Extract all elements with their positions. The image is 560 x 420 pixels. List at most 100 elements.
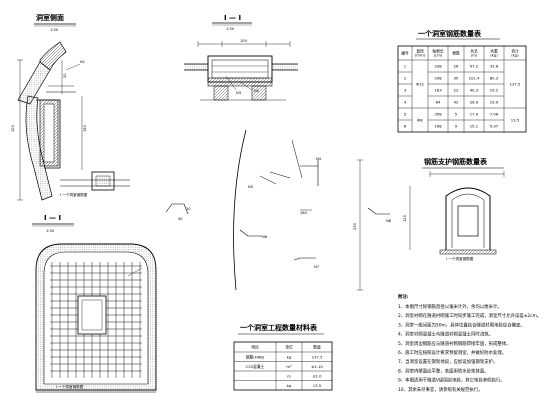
callout: N8: [386, 219, 392, 223]
table-cell: 183: [434, 88, 442, 93]
table-header-cell: 根数: [452, 51, 460, 56]
table-header-cell: (m): [471, 53, 478, 58]
table-cell: 358: [434, 112, 442, 117]
table-header-cell: 项目: [251, 345, 259, 350]
table-cell: ≤1.10: [311, 364, 323, 369]
dim-label: 20: [63, 73, 67, 78]
note-item: 5、洞室周边钢筋应与隧道衬砌钢筋焊接牢固，形成整体。: [398, 340, 511, 347]
callout: N7: [314, 265, 319, 269]
elevation-scale: 1:50: [50, 28, 59, 32]
table-cell: 3: [404, 88, 407, 93]
table-cell: m³: [286, 364, 292, 369]
table-cell: 7.06: [490, 112, 499, 117]
table-cell: 26: [454, 64, 459, 69]
table-cell: 168: [434, 124, 442, 129]
rebar-table-title: 一个洞室钢筋数量表: [418, 29, 482, 38]
support-title: 钢筋支护钢筋数量表: [424, 157, 488, 166]
note-item: 4、洞室衬砌混凝土与隧道衬砌混凝土同时浇筑。: [398, 331, 493, 338]
section-bottom-title: I — I: [44, 214, 61, 222]
table-header-cell: 直径: [416, 48, 424, 53]
section-top-title: I — I: [224, 14, 241, 22]
table-header-cell: 共重: [490, 48, 498, 53]
table-cell: m: [287, 373, 291, 378]
table-cell: 9: [455, 124, 458, 129]
center-arc: N4 N5 160 10 40 N6 N7 230 N8: [165, 129, 392, 291]
elevation-caption: I 一个洞室钢筋图: [60, 192, 88, 197]
table-header-cell: (kg): [490, 53, 498, 58]
note-item: 10、其余未尽事宜，请参照有关规范执行。: [398, 386, 483, 393]
table-cell: 137.5: [312, 354, 323, 359]
rebar-table: 一个洞室钢筋数量表 编号直径(mm)每根长(cm)根数共长(m)共重(kg)合计…: [397, 29, 527, 133]
notes: 附注: 1、本图尺寸除钢筋直径以毫米计外，余均以厘米计。 2、洞室衬砌在隧道衬砌施…: [398, 293, 541, 393]
plan-caption: I 一个洞室钢筋图: [446, 256, 474, 261]
table-cell: 338: [434, 76, 442, 81]
dim-label: 160: [300, 211, 308, 215]
dim-label: 120: [403, 214, 407, 222]
table-cell: 29.2: [490, 88, 499, 93]
table-cell: 137.5: [510, 82, 521, 87]
table-cell: 23.9: [490, 100, 499, 105]
note-item: 3、洞室一般间距为50m，具体位置结合隧道衬砌地段综合确定。: [398, 321, 525, 328]
table-cell: 42: [454, 100, 459, 105]
callout: N2: [254, 89, 259, 93]
table-cell: kg: [287, 383, 292, 388]
table-cell: 5.97: [490, 124, 499, 129]
section-view-bottom: I — I 1:50 I 一个洞室钢筋图: [32, 214, 157, 393]
table-cell: 5: [455, 112, 458, 117]
table-cell: 13.5: [313, 383, 322, 388]
section-bottom-scale: 1:50: [46, 229, 55, 233]
note-item: 1、本图尺寸除钢筋直径以毫米计外，余均以厘米计。: [398, 303, 502, 310]
table-cell: 30: [454, 76, 459, 81]
table-header-cell: 合计: [511, 48, 519, 53]
note-item: 2、洞室衬砌在隧道衬砌施工时同步施工完成，洞室尺寸允许误差±2cm。: [398, 312, 541, 319]
note-item: 7、当洞室设置在钢架地段，应加设加强钢架支护。: [398, 358, 497, 365]
table-cell: 6: [404, 124, 407, 129]
table-cell: 2: [404, 76, 407, 81]
table-header-cell: (kg): [511, 53, 519, 58]
table-header-cell: 共长: [470, 48, 478, 53]
table-cell: 64: [436, 100, 441, 105]
table-cell: 17.9: [470, 112, 479, 117]
table-cell: 338: [434, 64, 442, 69]
table-cell: 80.3: [490, 76, 499, 81]
table-header-cell: 编号: [401, 51, 409, 56]
note-item: 9、本图适用于隧道V级围岩地段，其它地段参照执行。: [398, 377, 505, 384]
callout: N5: [248, 185, 253, 189]
callout: N4: [316, 157, 322, 161]
callout: N6: [262, 235, 268, 239]
quantity-table-title: 一个洞室工程数量材料表: [240, 323, 318, 332]
section-top-scale: 1:50: [226, 27, 235, 31]
note-item: 8、洞室内壁面应平整，表面用防水砂浆抹面。: [398, 367, 489, 374]
callout: N1: [80, 60, 85, 64]
table-cell: 1: [404, 64, 407, 69]
dim-label: 100: [240, 39, 248, 43]
table-cell: C25混凝土: [246, 364, 265, 369]
support-detail: 钢筋支护钢筋数量表 120 I 一个洞室钢筋图: [403, 157, 505, 261]
table-cell: 5: [404, 112, 407, 117]
table-cell: 钢筋(HRB): [246, 354, 265, 359]
dim-label: 230: [353, 222, 357, 230]
table-cell: Φ8: [417, 118, 423, 123]
plan-caption-bottom: I 一个洞室钢筋图: [56, 384, 84, 389]
notes-heading: 附注:: [398, 293, 409, 300]
table-cell: 13.5: [511, 118, 520, 123]
table-header-cell: (mm): [415, 53, 426, 58]
section-view-top: I — I 1:50 100 N2 N3: [184, 14, 298, 101]
dim-label: 10: [186, 207, 191, 211]
elevation-view: 洞室侧面 1:50 100 150 20 I 一个洞室钢筋图 N1: [11, 13, 130, 201]
note-item: 6、施工时应按照设计要求预留洞室，并做好防水处理。: [398, 349, 506, 356]
table-header-cell: 每根长: [432, 48, 444, 53]
table-cell: 22: [454, 88, 459, 93]
table-cell: kg: [287, 354, 292, 359]
table-header-cell: (cm): [434, 53, 443, 58]
table-header-cell: 数量: [313, 345, 321, 350]
dim-label: 40: [178, 217, 183, 221]
table-cell: 26.9: [470, 100, 479, 105]
table-cell: 33.8: [490, 64, 499, 69]
table-cell: 4: [404, 100, 407, 105]
table-cell: 97.2: [470, 64, 479, 69]
table-cell: 101.4: [469, 76, 480, 81]
dim-label: 150: [83, 124, 87, 132]
